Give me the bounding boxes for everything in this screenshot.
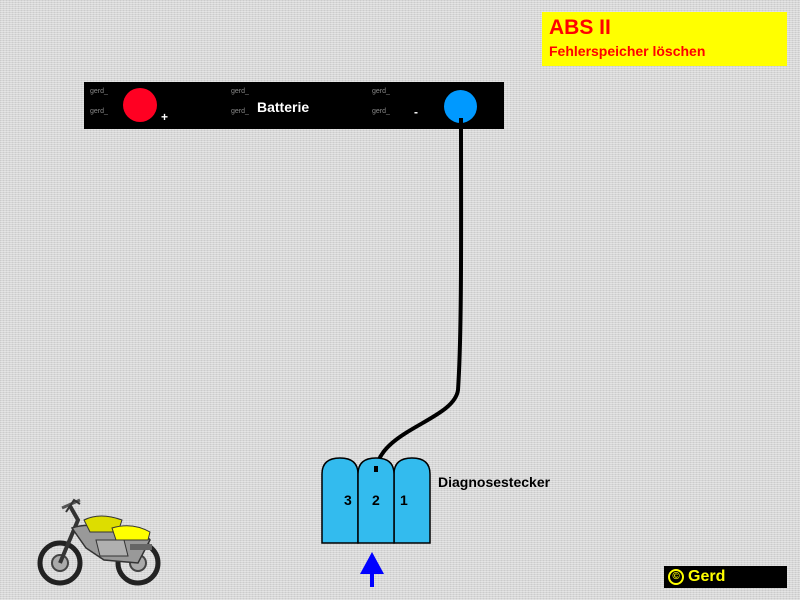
- ground-wire: [374, 117, 464, 471]
- watermark: gerd_: [231, 88, 249, 95]
- watermark: gerd_: [372, 108, 390, 115]
- connector-cell-3: [321, 457, 359, 544]
- positive-terminal: [123, 88, 157, 122]
- watermark: gerd_: [90, 108, 108, 115]
- pin-2-label: 2: [372, 492, 380, 508]
- connector-cell-2: [357, 457, 395, 544]
- diagnostic-connector: [321, 457, 431, 544]
- negative-terminal: [444, 90, 477, 123]
- copyright-badge: © Gerd: [664, 566, 787, 588]
- copyright-icon: ©: [668, 569, 684, 585]
- diagram-title: ABS II: [549, 16, 611, 39]
- watermark: gerd_: [231, 108, 249, 115]
- negative-sign: -: [414, 105, 418, 119]
- positive-sign: +: [161, 110, 169, 124]
- battery-label: Batterie: [257, 99, 310, 115]
- diagram-subtitle: Fehlerspeicher löschen: [549, 43, 706, 59]
- watermark: gerd_: [372, 88, 390, 95]
- title-box: ABS II Fehlerspeicher löschen: [542, 12, 787, 66]
- motorcycle-icon: [37, 498, 161, 586]
- arrow-icon: [360, 552, 384, 587]
- battery: + gerd_ gerd_ gerd_ gerd_ gerd_ gerd_ Ba…: [84, 82, 504, 129]
- connector-cell-1: [393, 457, 431, 544]
- connector-label: Diagnosestecker: [438, 474, 551, 490]
- pin-1-label: 1: [400, 492, 408, 508]
- copyright-name: Gerd: [688, 568, 726, 585]
- watermark: gerd_: [90, 88, 108, 95]
- pin-3-label: 3: [344, 492, 352, 508]
